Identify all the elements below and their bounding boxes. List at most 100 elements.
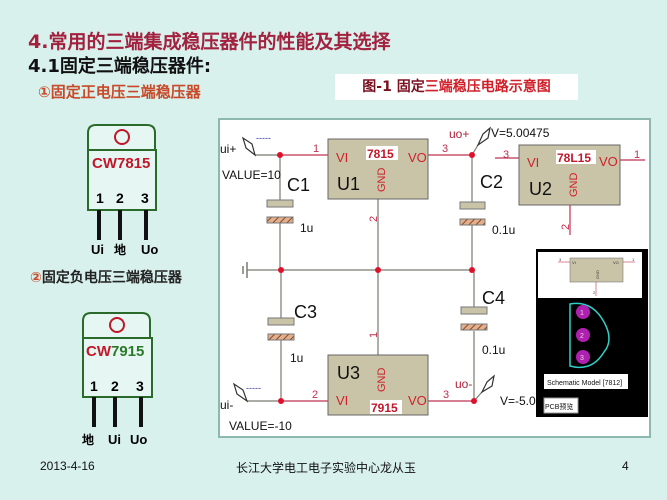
svg-text:ui-: ui-: [220, 398, 233, 412]
regulator-u1: 7815 VI VO U1 GND 1 3 2: [313, 138, 448, 222]
mount-hole-icon: [114, 129, 130, 145]
schematic-model-label: Schematic Model [7812]: [547, 380, 622, 387]
voltage-probe-icon: [476, 126, 491, 147]
svg-text:GND: GND: [568, 173, 580, 198]
voltage-probe-icon: [232, 382, 249, 403]
section-negative-regulator: ②固定负电压三端稳压器: [30, 267, 182, 287]
footer-author: 长江大学电工电子实验中心龙从玉: [236, 461, 417, 475]
svg-text:1u: 1u: [300, 221, 313, 235]
svg-text:U1: U1: [337, 174, 360, 194]
svg-text:1: 1: [580, 310, 584, 317]
svg-text:3: 3: [442, 143, 448, 155]
svg-text:78L15: 78L15: [557, 151, 591, 165]
svg-text:VO: VO: [408, 150, 427, 165]
svg-text:CW7915: CW7915: [86, 343, 144, 360]
capacitor-c1: [266, 199, 294, 224]
svg-text:-----: -----: [256, 133, 271, 143]
section-number: ②: [30, 270, 42, 286]
svg-text:7915: 7915: [371, 401, 398, 415]
capacitor-c3: [267, 317, 295, 341]
svg-text:3: 3: [559, 257, 562, 262]
pcb-pad: 3: [576, 350, 590, 364]
svg-text:0.1u: 0.1u: [492, 223, 515, 237]
svg-text:PCB预览: PCB预览: [545, 402, 573, 411]
svg-text:VO: VO: [613, 260, 619, 265]
svg-text:C2: C2: [480, 172, 503, 192]
svg-text:Ui: Ui: [91, 242, 104, 257]
caption-text: 三端稳压电路示意图: [424, 79, 551, 95]
svg-text:VO: VO: [408, 393, 427, 408]
voltage-probe-icon: [480, 374, 495, 394]
svg-text:2: 2: [116, 190, 124, 206]
svg-text:V=-5.0: V=-5.0: [500, 394, 536, 408]
svg-text:VO: VO: [599, 154, 618, 169]
svg-text:VALUE=10: VALUE=10: [222, 168, 281, 182]
svg-text:1: 1: [632, 257, 635, 262]
svg-text:VALUE=-10: VALUE=-10: [229, 419, 292, 433]
slide-title: 4.常用的三端集成稳压器件的性能及其选择: [28, 31, 391, 53]
svg-text:2: 2: [312, 389, 318, 401]
capacitor-c2: [459, 201, 486, 226]
svg-text:VI: VI: [572, 260, 576, 265]
svg-text:C3: C3: [294, 302, 317, 322]
chip-cw7915: CW7915 1 2 3 地 Ui Uo: [82, 312, 153, 447]
svg-text:ui+: ui+: [220, 142, 236, 156]
chip-cw7815: CW7815 1 2 3 Ui 地 Uo: [87, 124, 158, 257]
ground-icon: [242, 262, 248, 278]
section-positive-regulator: ①固定正电压三端稳压器: [38, 83, 201, 101]
voltage-probe-icon: [241, 136, 257, 157]
svg-text:2: 2: [560, 224, 572, 230]
svg-text:VI: VI: [336, 150, 348, 165]
capacitor-c4: [460, 306, 488, 331]
caption-prefix: 图-1 固定: [362, 79, 425, 95]
svg-text:1: 1: [634, 149, 640, 161]
svg-text:U3: U3: [337, 363, 360, 383]
svg-text:GND: GND: [376, 368, 388, 393]
svg-text:Uo: Uo: [141, 242, 158, 257]
svg-text:3: 3: [141, 190, 149, 206]
svg-text:3: 3: [136, 378, 144, 394]
svg-text:2: 2: [368, 216, 380, 222]
svg-text:V=5.00475: V=5.00475: [491, 126, 550, 140]
svg-text:Ui: Ui: [108, 432, 121, 447]
footer-date: 2013-4-16: [40, 459, 95, 473]
svg-text:CW7815: CW7815: [92, 155, 150, 172]
pcb-pad: 2: [576, 328, 590, 342]
svg-text:3: 3: [443, 389, 449, 401]
svg-text:地: 地: [114, 242, 126, 257]
slide-subtitle: 4.1固定三端稳压器件:: [28, 56, 212, 77]
svg-text:1: 1: [96, 190, 104, 206]
svg-text:C4: C4: [482, 288, 505, 308]
svg-text:GND: GND: [595, 270, 600, 279]
svg-text:1: 1: [90, 378, 98, 394]
svg-text:3: 3: [580, 355, 584, 362]
regulator-u3: 7915 VI VO U3 GND 2 3 1: [312, 332, 449, 416]
svg-text:7815: 7815: [367, 147, 394, 161]
svg-text:2: 2: [593, 290, 596, 295]
svg-text:2: 2: [580, 333, 584, 340]
svg-text:地: 地: [82, 432, 94, 447]
regulator-u2: 78L15 VI VO U2 GND 3 1 2: [503, 144, 640, 230]
svg-text:2: 2: [111, 378, 119, 394]
page-number: 4: [622, 459, 629, 473]
svg-text:3: 3: [503, 149, 509, 161]
mount-hole-icon: [109, 317, 125, 333]
svg-text:GND: GND: [376, 168, 388, 193]
svg-text:uo-: uo-: [455, 377, 472, 391]
figure-caption: 图-1 固定三端稳压电路示意图: [335, 74, 578, 100]
svg-text:U2: U2: [529, 179, 552, 199]
svg-text:0.1u: 0.1u: [482, 343, 505, 357]
pcb-pad: 1: [576, 305, 590, 319]
svg-text:1u: 1u: [290, 351, 303, 365]
svg-text:1: 1: [368, 332, 380, 338]
svg-text:Uo: Uo: [130, 432, 147, 447]
svg-text:-----: -----: [246, 383, 261, 393]
pcb-preview-button[interactable]: PCB预览: [543, 397, 579, 414]
svg-text:uo+: uo+: [449, 127, 469, 141]
circuit-schematic: C1 C2 C3 C4 1u 0.1u 1u 0.1u VALUE=10 VAL…: [218, 118, 651, 438]
svg-text:VI: VI: [336, 393, 348, 408]
section-label: 固定负电压三端稳压器: [41, 270, 182, 286]
svg-text:C1: C1: [287, 175, 310, 195]
svg-text:1: 1: [313, 143, 319, 155]
